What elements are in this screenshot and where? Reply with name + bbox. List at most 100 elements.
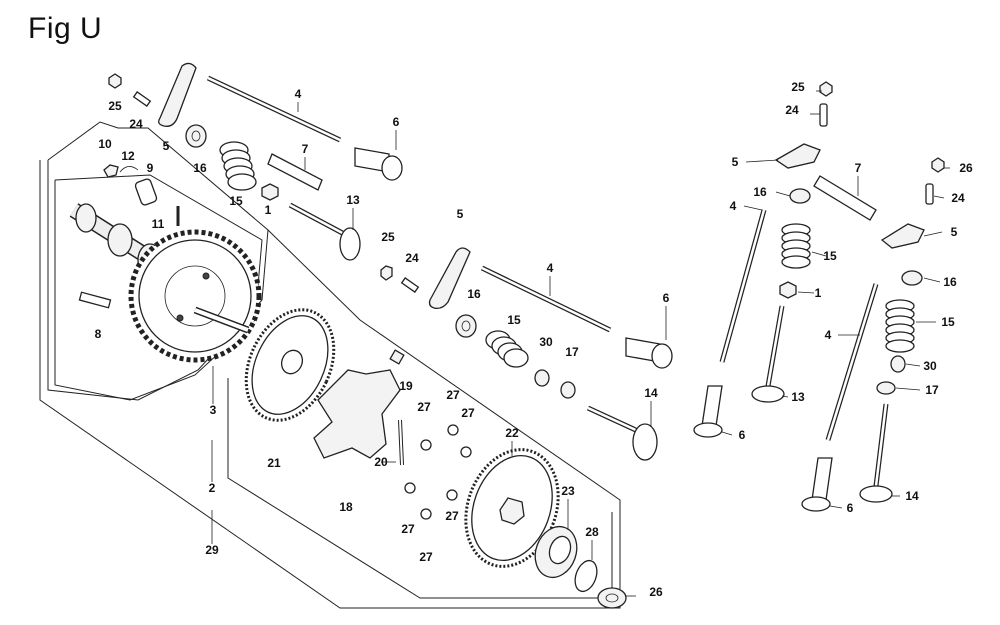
callout-c-6b: 6 [663,291,670,305]
callout-c-24a: 24 [129,117,143,131]
right-parts [693,81,945,512]
tappet-6c-part [701,385,723,427]
retainer-16d-part [901,270,923,286]
callout-c-5c: 5 [732,155,739,169]
callout-c-16a: 16 [193,161,207,175]
callout-c-30b: 30 [923,359,937,373]
rocker-arm-5b-part [428,247,471,310]
spring-15b-part [485,330,529,368]
callout-c-27d: 27 [401,522,415,536]
seal-1-part [261,183,279,201]
guide-7b-part [813,175,877,221]
weight-18-part [313,369,401,459]
callout-c-12: 12 [121,149,135,163]
clip-12-part [119,166,139,173]
callout-c-15a: 15 [229,194,243,208]
callout-c-21: 21 [267,456,281,470]
outline-cover-group [39,160,621,609]
callout-c-24c: 24 [785,103,799,117]
group-outlines [39,121,621,609]
callout-c-27f: 27 [419,550,433,564]
part-30b [890,355,906,373]
callout-c-25a: 25 [108,99,122,113]
callout-c-27e: 27 [445,509,459,523]
callout-c-1b: 1 [815,286,822,300]
callout-c-15c: 15 [823,249,837,263]
callout-c-15b: 15 [507,313,521,327]
callout-c-26b: 26 [959,161,973,175]
tappet-6d-part [811,457,833,501]
part-10 [103,164,119,178]
callout-c-27a: 27 [417,400,431,414]
nut-25c-part [819,81,833,97]
callout-c-14a: 14 [644,386,658,400]
washer-26-part [597,587,627,609]
callout-c-14b: 14 [905,489,919,503]
callout-c-5a: 5 [163,139,170,153]
guide-7-part [267,153,323,191]
bolt-8-part [78,291,112,309]
callout-c-29: 29 [205,543,219,557]
retainer-16-part [185,124,207,148]
plate-21-part [244,308,336,422]
callout-c-5b: 5 [457,207,464,221]
spring-15-part [219,141,257,191]
callout-c-13b: 13 [791,390,805,404]
nut-26-part [931,157,945,173]
callout-c-10: 10 [98,137,112,151]
callout-c-16c: 16 [753,185,767,199]
callout-c-6a: 6 [393,115,400,129]
nut-25-part [108,73,122,89]
spring-15d-part [885,299,915,353]
retainer-16b-part [455,314,477,338]
gear-22-part [464,448,560,568]
rocker-arm-5c-part [774,143,821,169]
callout-c-4b: 4 [547,261,554,275]
callout-c-6d: 6 [847,501,854,515]
callout-c-24d: 24 [951,191,965,205]
cam-gear-part [128,229,262,363]
part-30a [534,369,550,387]
bolt-24d-part [925,183,934,205]
spring-15c-part [781,223,811,269]
retainer-16c-part [789,188,811,204]
pin-19-part [389,349,405,365]
callout-c-19: 19 [399,379,413,393]
callout-c-25b: 25 [381,230,395,244]
callout-c-8: 8 [95,327,102,341]
rocker-arm-5d-part [880,223,925,249]
callout-c-17a: 17 [565,345,579,359]
bearing-9-part [134,178,158,206]
callout-c-17b: 17 [925,383,939,397]
callout-c-18: 18 [339,500,353,514]
middle-parts [380,247,673,461]
outline-inner-group [227,378,613,599]
seal-1b-part [779,281,797,299]
callout-c-13a: 13 [346,193,360,207]
seal-28-part [574,559,598,593]
callout-c-4a: 4 [295,87,302,101]
callout-c-6c: 6 [739,428,746,442]
figure-title: Fig U [28,12,103,45]
left-parts [69,62,627,609]
bolt-24b-part [400,277,420,293]
callout-c-25c: 25 [791,80,805,94]
callout-c-22: 22 [505,426,519,440]
callout-c-28: 28 [585,525,599,539]
part-17b [876,381,896,395]
callout-c-16d: 16 [943,275,957,289]
callout-c-27c: 27 [461,406,475,420]
balls-27-part [404,424,472,520]
callout-c-30a: 30 [539,335,553,349]
callout-c-23: 23 [561,484,575,498]
callout-c-9: 9 [147,161,154,175]
callout-c-1a: 1 [265,203,272,217]
callout-c-15d: 15 [941,315,955,329]
outline-camshaft-group [47,121,269,401]
callout-c-11: 11 [152,217,165,231]
callout-c-2: 2 [209,481,216,495]
callout-c-7a: 7 [302,142,309,156]
